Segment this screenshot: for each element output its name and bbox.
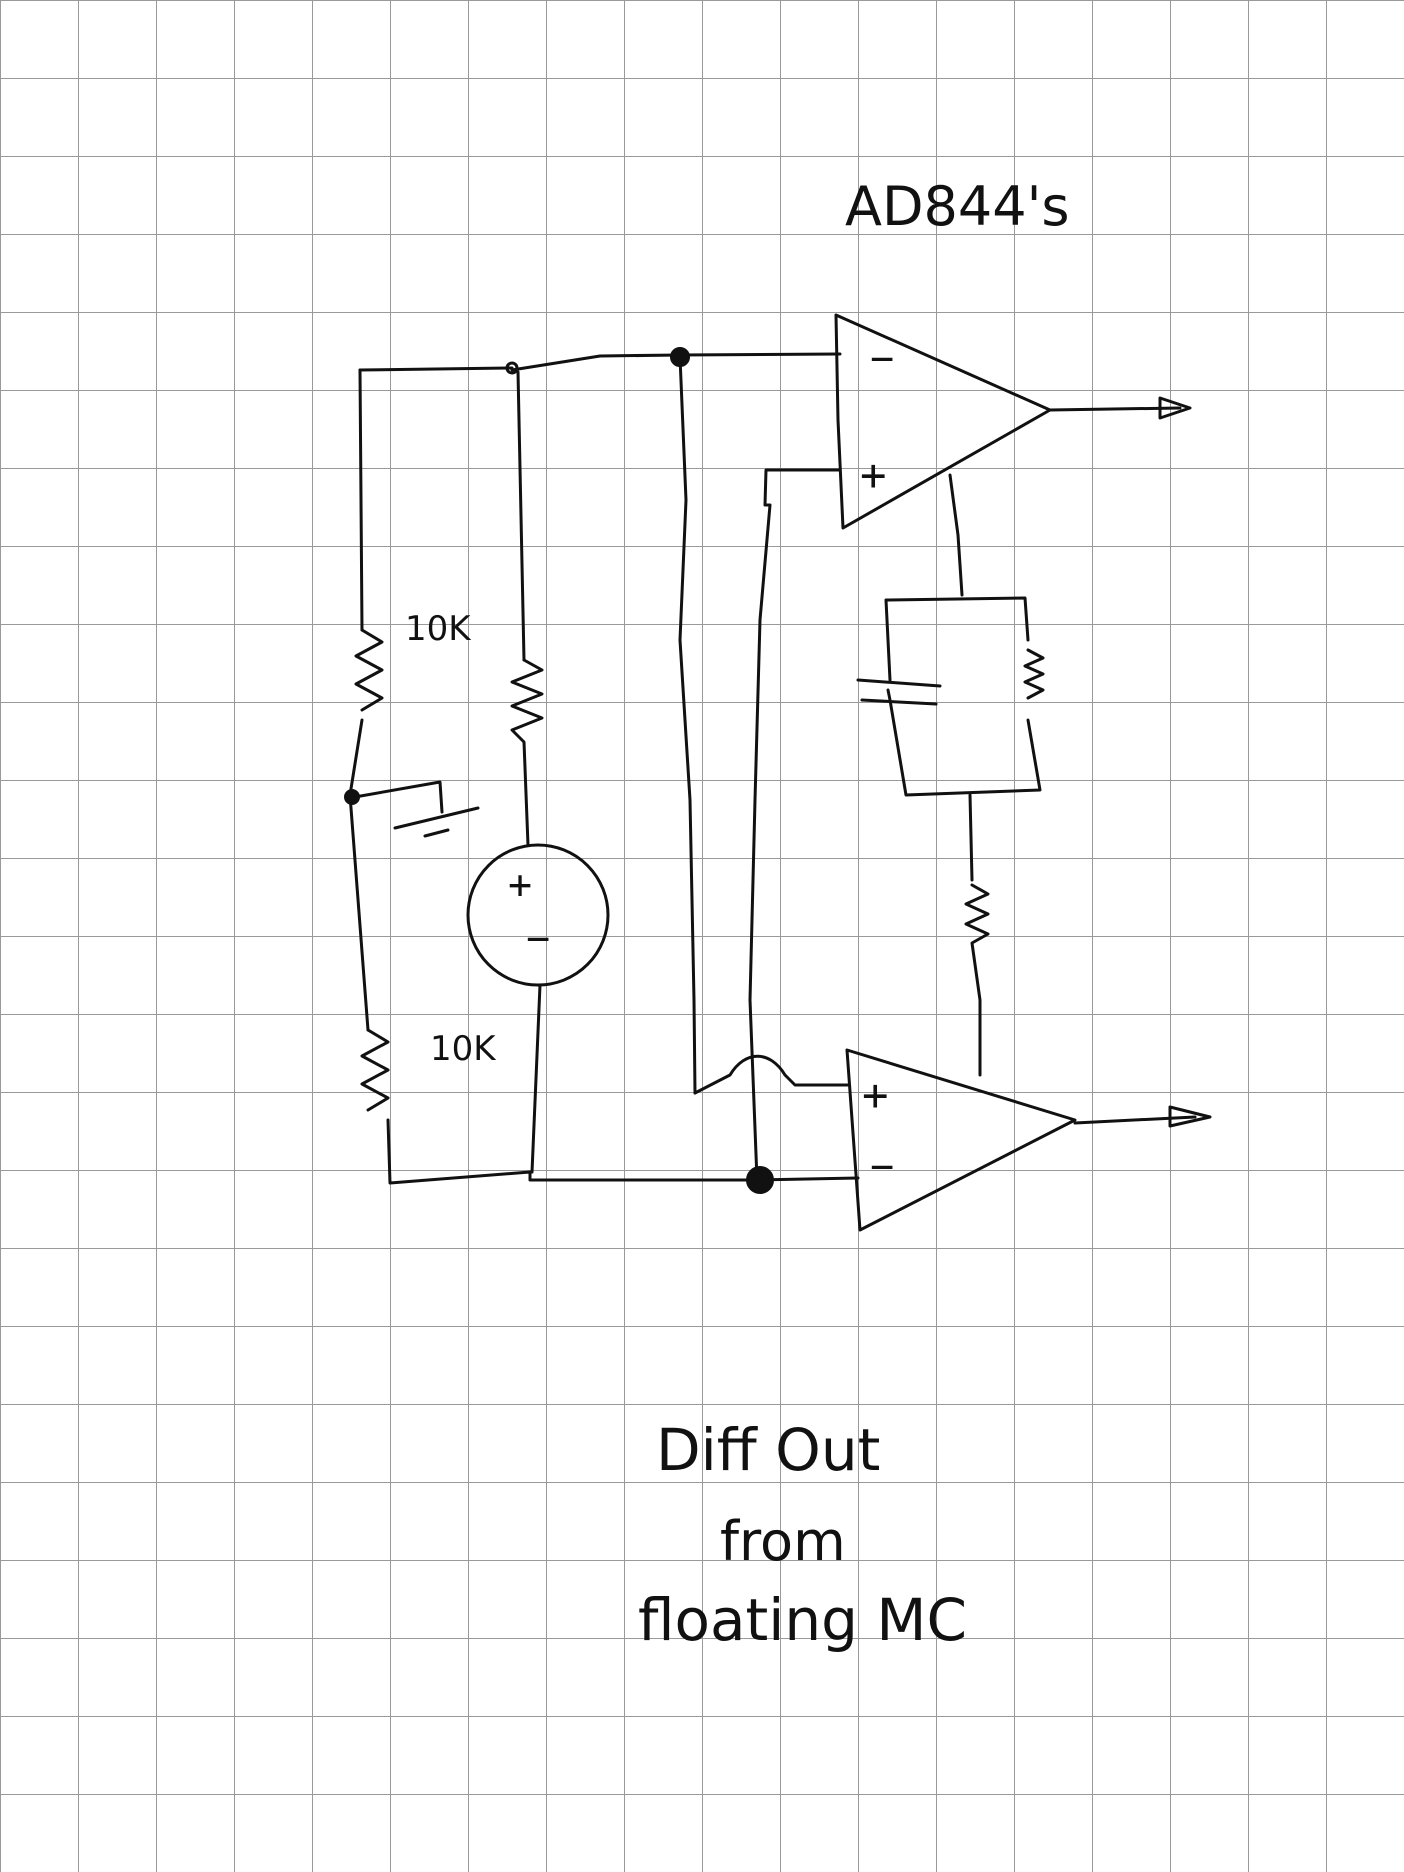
opamp-top-inverting: − — [870, 336, 894, 382]
resistor-lower-10k-label: 10K — [430, 1029, 497, 1069]
ground-stub — [353, 780, 444, 814]
wire-bottom-plus-feed — [693, 1054, 850, 1095]
wire-left-vertical-upper — [358, 368, 364, 632]
caption-line-2: from — [720, 1510, 846, 1573]
opamp-bottom-inverting: − — [870, 1144, 894, 1190]
arrow-output-bottom — [1168, 1105, 1212, 1128]
wire-left-top — [358, 352, 842, 372]
caption-line-1: Diff Out — [656, 1416, 880, 1484]
wire-left-vertical-mid — [348, 718, 370, 1032]
wire-output-bottom — [1073, 1115, 1197, 1125]
source-plus-label: + — [508, 862, 532, 908]
title-label: AD844's — [845, 175, 1070, 238]
wire-fb-top — [948, 473, 964, 597]
voltage-source — [466, 843, 610, 987]
wire-source-top — [516, 370, 526, 662]
resistor-source — [510, 658, 544, 847]
wire-center-right — [748, 468, 842, 1182]
opamp-top-noninverting: + — [860, 450, 887, 501]
resistor-upper-10k-label: 10K — [405, 609, 472, 649]
wire-source-bottom — [530, 983, 542, 1174]
wire-center-left — [678, 355, 697, 1095]
opamp-top — [834, 313, 1052, 530]
arrow-output-top — [1158, 396, 1192, 420]
ground-symbol — [393, 806, 480, 838]
caption-line-3: floating MC — [638, 1586, 967, 1654]
wire-output-top — [1048, 406, 1182, 412]
wire-fb-mid — [968, 793, 974, 882]
source-minus-label: − — [526, 916, 550, 962]
fb-parallel-box — [884, 596, 1042, 797]
resistor-upper-10k — [354, 628, 384, 712]
wire-left-bottom — [386, 1118, 760, 1185]
opamp-bottom-noninverting: + — [862, 1070, 889, 1121]
wire-bottom-minus-feed — [756, 1176, 860, 1182]
resistor-fb — [1023, 648, 1045, 700]
top-left-node — [505, 361, 519, 375]
resistor-lower-10k — [360, 1028, 390, 1112]
opamp-bottom — [845, 1048, 1077, 1232]
resistor-fb-series — [964, 883, 990, 1077]
capacitor-fb — [856, 678, 942, 706]
